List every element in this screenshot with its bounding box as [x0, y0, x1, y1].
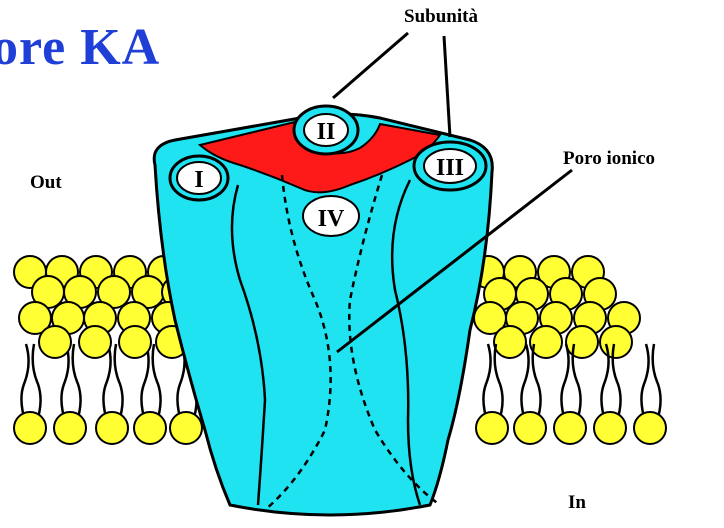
subunit-I-label: I — [194, 167, 203, 193]
lipid-head — [96, 412, 128, 444]
subunit-callout-line-2 — [444, 36, 450, 137]
out-label: Out — [30, 172, 62, 194]
pore-label: Poro ionico — [563, 148, 655, 170]
lipid-head — [494, 326, 526, 358]
lipid-bilayer-right — [472, 256, 666, 444]
in-label: In — [568, 492, 586, 514]
lipid-head — [79, 326, 111, 358]
lipid-head — [554, 412, 586, 444]
subunits-label: Subunità — [404, 6, 478, 28]
lipid-head — [566, 326, 598, 358]
lipid-head — [14, 412, 46, 444]
lipid-head — [530, 326, 562, 358]
subunit-I-marker: I — [170, 156, 228, 200]
page-title: ore KA — [0, 18, 160, 77]
subunit-III-label: III — [436, 155, 464, 181]
lipid-head — [170, 412, 202, 444]
subunit-II-label: II — [317, 119, 336, 145]
lipid-head — [39, 326, 71, 358]
subunit-IV-label: IV — [318, 206, 345, 232]
lipid-head — [119, 326, 151, 358]
subunit-II-marker: II — [294, 106, 358, 154]
lipid-head — [600, 326, 632, 358]
subunit-callout-line-1 — [333, 33, 408, 98]
lipid-head — [514, 412, 546, 444]
subunit-IV-marker: IV — [303, 196, 359, 236]
lipid-head — [54, 412, 86, 444]
lipid-head — [476, 412, 508, 444]
lipid-head — [134, 412, 166, 444]
lipid-head — [634, 412, 666, 444]
subunit-III-marker: III — [414, 142, 486, 190]
lipid-head — [594, 412, 626, 444]
